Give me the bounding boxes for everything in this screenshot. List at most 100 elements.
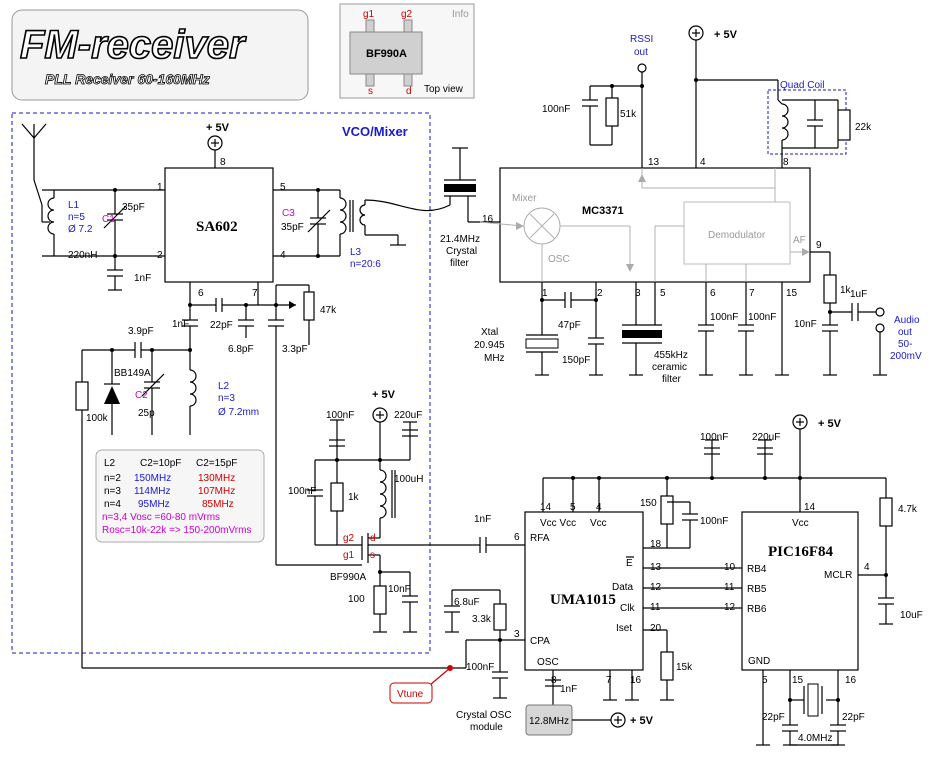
- logo-subtitle: PLL Receiver 60-160MHz: [45, 71, 210, 87]
- uma1015-osc-label: OSC: [537, 657, 559, 668]
- c-150pf: 150pF: [562, 355, 590, 366]
- c2-label: C2: [135, 390, 148, 401]
- c-25p: 25p: [138, 408, 155, 419]
- vtune-label: Vtune: [397, 689, 424, 700]
- table-cell: 114MHz: [134, 486, 171, 497]
- table-cell: 95MHz: [138, 499, 170, 510]
- supply-label-5: + 5V: [630, 715, 654, 727]
- l3-turns: n=20:6: [350, 259, 381, 270]
- ceramic-filter-label: filter: [662, 374, 682, 385]
- c-100nf-e: 100nF: [288, 486, 316, 497]
- pic-pin-4: 4: [864, 562, 870, 573]
- crystal-filter-label-2: filter: [450, 258, 470, 269]
- pic-pin-11: 11: [724, 582, 735, 593]
- pic-pin-12: 12: [724, 602, 736, 613]
- info-box: Info g1 g2 s d BF990A Top view: [339, 3, 475, 99]
- table-h-l2: L2: [104, 458, 116, 469]
- table-h-c15: C2=15pF: [196, 458, 237, 469]
- pic-pin-15: 15: [792, 675, 804, 686]
- vco-mixer-label: VCO/Mixer: [342, 124, 408, 139]
- c-1nf-a: 1nF: [134, 273, 151, 284]
- mc3371-pin-8: 8: [783, 157, 789, 168]
- ceramic-freq: 455kHz: [654, 350, 688, 361]
- audio-output: [810, 251, 887, 376]
- osc-module: [525, 704, 626, 736]
- vco-network: [182, 282, 315, 565]
- audio-label: Audio: [894, 315, 920, 326]
- uma1015-iset-label: Iset: [616, 623, 632, 634]
- c-35pf-b: 35pF: [281, 222, 304, 233]
- pic-wiring: [756, 477, 894, 746]
- crystal-osc-module-label: module: [470, 722, 503, 733]
- c-3-9pf: 3.9pF: [128, 326, 154, 337]
- fet-g2: g2: [343, 533, 355, 544]
- pic-rb5-label: RB5: [747, 584, 767, 595]
- c-1uf: 1uF: [850, 289, 867, 300]
- fet-d: d: [370, 533, 376, 544]
- pic-rb4-label: RB4: [747, 564, 767, 575]
- pic-chip: [741, 511, 859, 671]
- osc-label: OSC: [548, 254, 570, 265]
- r-100: 100: [348, 594, 365, 605]
- r-100k: 100k: [86, 413, 109, 424]
- pic-mclr-label: MCLR: [824, 570, 852, 581]
- uma1015-pin-20: 20: [650, 623, 662, 634]
- table-h-c10: C2=10pF: [140, 458, 181, 469]
- uma1015-pin-3: 3: [514, 629, 520, 640]
- table-note-2: Rosc=10k-22k => 150-200mVrms: [102, 525, 251, 536]
- r-3-3k: 3.3k: [472, 614, 492, 625]
- mixer-label: Mixer: [512, 193, 537, 204]
- uma1015-label: UMA1015: [550, 592, 616, 608]
- rssi-label: RSSI: [630, 34, 653, 45]
- uma1015-pin-6: 6: [514, 532, 520, 543]
- sa602-pin-5: 5: [280, 182, 286, 193]
- c-22pf-a: 22pF: [762, 712, 785, 723]
- ceramic-label: ceramic: [652, 362, 687, 373]
- uma1015-pin-14: 14: [540, 502, 552, 513]
- audio-out-label: out: [898, 327, 912, 338]
- c-1nf-b: 1nF: [172, 319, 189, 330]
- table-cell: n=2: [104, 473, 121, 484]
- info-pin-g1: g1: [363, 9, 375, 20]
- uma1015-pin-18: 18: [650, 539, 662, 550]
- audio-level-2: 200mV: [890, 351, 922, 362]
- info-label: Info: [452, 9, 469, 20]
- varactor-label: BB149A: [114, 368, 151, 379]
- c-3-3pf: 3.3pF: [282, 344, 308, 355]
- pic-pin-16: 16: [845, 675, 857, 686]
- c-22pf-b: 22pF: [842, 712, 865, 723]
- pic-rb6-label: RB6: [747, 604, 767, 615]
- sa602-pin-8: 8: [220, 157, 226, 168]
- quad-coil-label: Quad Coil: [780, 80, 824, 91]
- l3-label: L3: [350, 247, 362, 258]
- info-pin-s: s: [368, 86, 373, 97]
- crystal-filter-freq: 21.4MHz: [440, 234, 480, 245]
- l1-tank: [41, 188, 165, 291]
- xtal-unit: MHz: [484, 353, 505, 364]
- sa602-label: SA602: [196, 219, 238, 235]
- pic-pin-14: 14: [804, 502, 816, 513]
- c-22pf: 22pF: [210, 320, 233, 331]
- c-100nf-g: 100nF: [700, 516, 728, 527]
- r-51k: 51k: [620, 109, 637, 120]
- crystal-filter-label-1: Crystal: [446, 246, 477, 257]
- uma1015-chip: [524, 511, 644, 671]
- uma1015-pin-16: 16: [630, 675, 642, 686]
- pic-vcc-label: Vcc: [792, 518, 809, 529]
- table-note-1: n=3,4 Vosc =60-80 mVrms: [102, 512, 220, 523]
- osc-module-label: 12.8MHz: [529, 716, 569, 727]
- vtune-badge: [389, 682, 433, 704]
- supply-label-3: + 5V: [714, 29, 738, 41]
- demodulator-block: [683, 201, 791, 265]
- c-10nf-b: 10nF: [388, 584, 411, 595]
- l1-turns: n=5: [68, 212, 85, 223]
- info-part: BF990A: [366, 48, 407, 60]
- crystal-osc-label: Crystal OSC: [456, 710, 512, 721]
- mc3371-pin-3: 3: [635, 288, 641, 299]
- l1-label: L1: [68, 200, 80, 211]
- r-15k: 15k: [676, 662, 693, 673]
- uma1015-cpa-label: CPA: [530, 636, 550, 647]
- l2-label: L2: [218, 381, 230, 392]
- sa602-pin-6: 6: [198, 288, 204, 299]
